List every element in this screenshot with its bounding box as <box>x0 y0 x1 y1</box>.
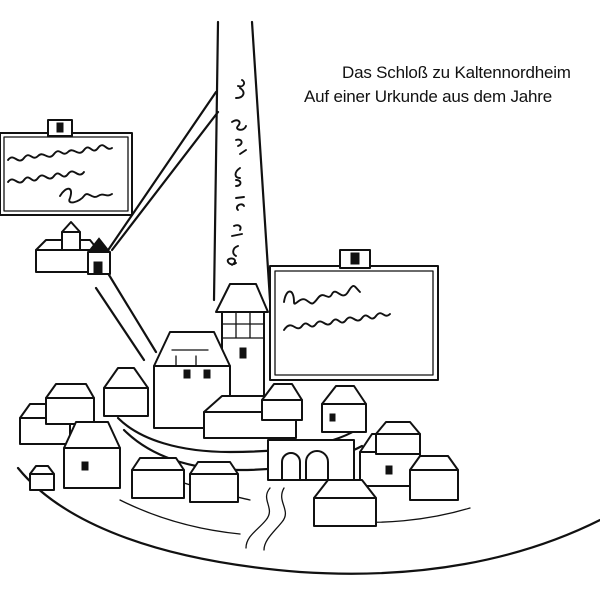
left-signboard <box>0 119 133 216</box>
small-left-buildings <box>35 221 112 275</box>
town-houses <box>19 367 459 527</box>
castle-wall <box>116 416 364 481</box>
caption-title: Das Schloß zu Kaltennordheim <box>342 63 571 82</box>
castle-keep <box>153 283 269 429</box>
caption-subtitle: Auf einer Urkunde aus dem Jahre <box>304 87 552 106</box>
road-band <box>212 20 272 302</box>
right-signboard <box>269 249 439 381</box>
diagonal-road <box>94 90 220 362</box>
winding-path <box>245 487 287 551</box>
